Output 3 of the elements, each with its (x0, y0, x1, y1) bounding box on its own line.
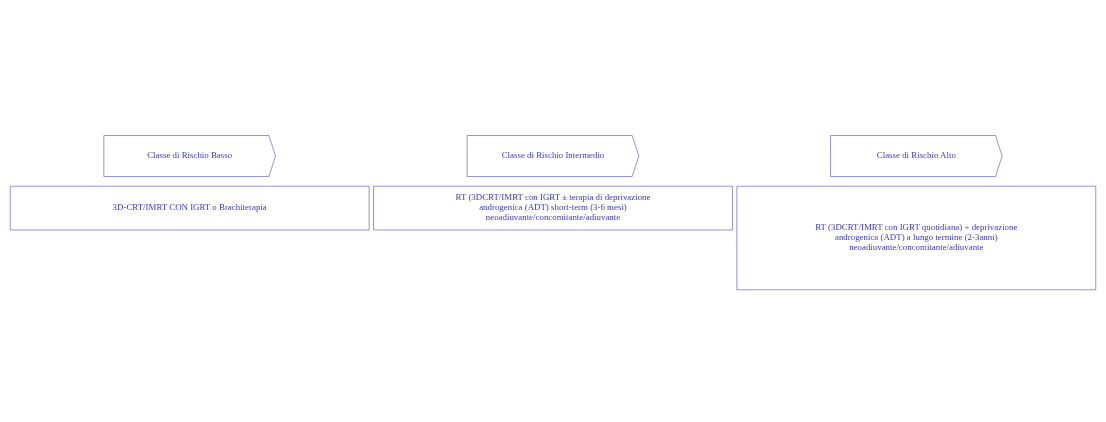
node-box: RT (3DCRT/IMRT con IGRT ± terapia di deprivazione androgenica (ADT) short-term (3-6 mesi) neoadiuvante/concomitante/adiuvante (373, 185, 733, 231)
node-box: 3D-CRT/IMRT CON IGRT o Brachiterapia (9, 185, 370, 231)
node-box: RT (3DCRT/IMRT con IGRT quotidiana) + deprivazione androgenica (ADT) a lungo termine (2-3anni) neoadiuvante/concomitante/adiuvante (736, 185, 1097, 291)
